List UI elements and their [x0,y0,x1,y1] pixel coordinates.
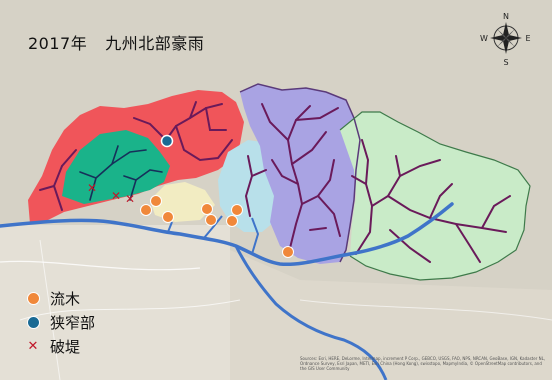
river-branch [234,245,388,380]
road [19,299,241,321]
driftwood-marker [282,246,294,258]
purple-basin [240,84,360,264]
title-year: 2017年 [28,34,88,53]
driftwood-marker [140,204,152,216]
map-attribution: Sources: Esri, HERE, DeLorme, Intermap, … [300,356,546,371]
legend-item-driftwood: 流木 [22,286,95,310]
legend-item-narrows: 狭窄部 [22,310,95,334]
compass-n: N [503,12,509,21]
road [0,260,201,271]
driftwood-marker [150,195,162,207]
driftwood-marker [231,204,243,216]
river-branch [203,215,223,239]
legend-label: 破堤 [50,337,81,356]
title-name: 九州北部豪雨 [105,34,205,53]
river-branch [251,217,260,255]
tributaries-green-east-basin [351,139,511,263]
river-branch [167,221,173,233]
light-green-basin [340,112,530,280]
legend-label: 狭窄部 [50,313,96,332]
driftwood-marker [226,215,238,227]
tributaries-green-basin [79,145,163,201]
road [299,299,552,321]
driftwood-marker [162,211,174,223]
tributaries-purple-basin [244,103,341,249]
levee-break-marker: ✕ [125,192,135,206]
levee-break-marker: ✕ [111,189,121,203]
compass-e: E [525,34,530,43]
basin-boundary [339,111,531,281]
narrows-marker [160,134,174,148]
map-title: 2017年九州北部豪雨 [28,30,204,54]
tributaries-red-basin [39,101,233,211]
compass-s: S [503,58,508,67]
markers: ✕ ✕ ✕ [87,134,294,258]
levee-break-marker: ✕ [87,181,97,195]
compass-rose: N S E W [480,12,530,67]
green-basin [62,130,170,204]
red-x-icon: ✕ [27,338,39,354]
legend: 流木 狭窄部 ✕ 破堤 [22,286,95,358]
blue-dot-icon [26,315,40,329]
southern-terrain [230,250,552,380]
legend-label: 流木 [50,289,81,308]
orange-dot-icon [26,291,40,305]
road [39,239,61,380]
driftwood-marker [201,203,213,215]
compass-w: W [480,34,488,43]
driftwood-marker [205,214,217,226]
legend-item-levee-break: ✕ 破堤 [22,334,95,358]
